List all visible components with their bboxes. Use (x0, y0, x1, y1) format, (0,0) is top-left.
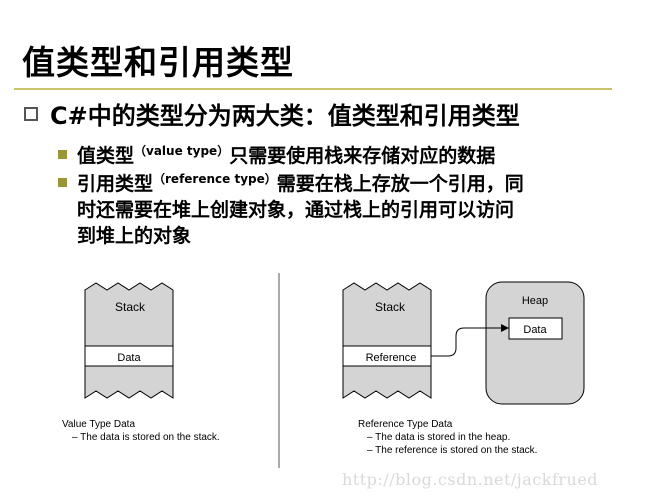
title-divider (14, 88, 612, 90)
left-data-cell (84, 345, 174, 367)
bullet-reference-type: 引用类型（reference type）需要在栈上存放一个引用，同 时还需要在堆… (58, 166, 524, 249)
bullet-main: C#中的类型分为两大类：值类型和引用类型 (24, 96, 520, 131)
right-caption-line2: – The reference is stored on the stack. (367, 445, 537, 456)
right-caption-title: Reference Type Data (358, 419, 453, 430)
left-caption-line: – The data is stored on the stack. (72, 432, 220, 443)
value-type-desc: 只需要使用栈来存储对应的数据 (229, 145, 496, 167)
bullet-value-type: 值类型（value type）只需要使用栈来存储对应的数据 (58, 138, 495, 169)
bullet-main-text: C#中的类型分为两大类：值类型和引用类型 (50, 102, 520, 130)
reference-type-english: （reference type） (153, 172, 277, 186)
filled-square-bullet-icon (58, 178, 67, 187)
right-caption-line1: – The data is stored in the heap. (367, 432, 510, 443)
heap-label: Heap (522, 295, 548, 307)
left-stack-shape (84, 282, 174, 399)
watermark-url: http://blog.csdn.net/jackfrued (342, 470, 599, 489)
value-type-term: 值类型 (77, 145, 135, 167)
left-stack-label: Stack (115, 300, 146, 314)
right-stack-label: Stack (375, 300, 406, 314)
right-stack-shape (342, 282, 432, 399)
reference-arrow (431, 324, 509, 357)
slide-title: 值类型和引用类型 (22, 43, 294, 82)
reference-type-term: 引用类型 (77, 173, 154, 195)
left-caption-title: Value Type Data (62, 419, 135, 430)
filled-square-bullet-icon (58, 150, 67, 159)
reference-type-desc-line3: 到堆上的对象 (77, 225, 192, 247)
reference-type-desc-line2: 时还需要在堆上创建对象，通过栈上的引用可以访问 (77, 199, 515, 221)
heap-data-cell (508, 317, 563, 340)
heap-data-label: Data (523, 324, 547, 336)
reference-type-desc: 需要在栈上存放一个引用，同 (276, 173, 524, 195)
stack-heap-diagram: Stack Data Value Type Data – The data is… (62, 273, 585, 468)
right-reference-label: Reference (366, 352, 417, 364)
left-data-label: Data (117, 352, 141, 364)
value-type-english: （value type） (134, 144, 230, 158)
heap-shape (485, 281, 585, 405)
hollow-square-bullet-icon (24, 107, 38, 121)
